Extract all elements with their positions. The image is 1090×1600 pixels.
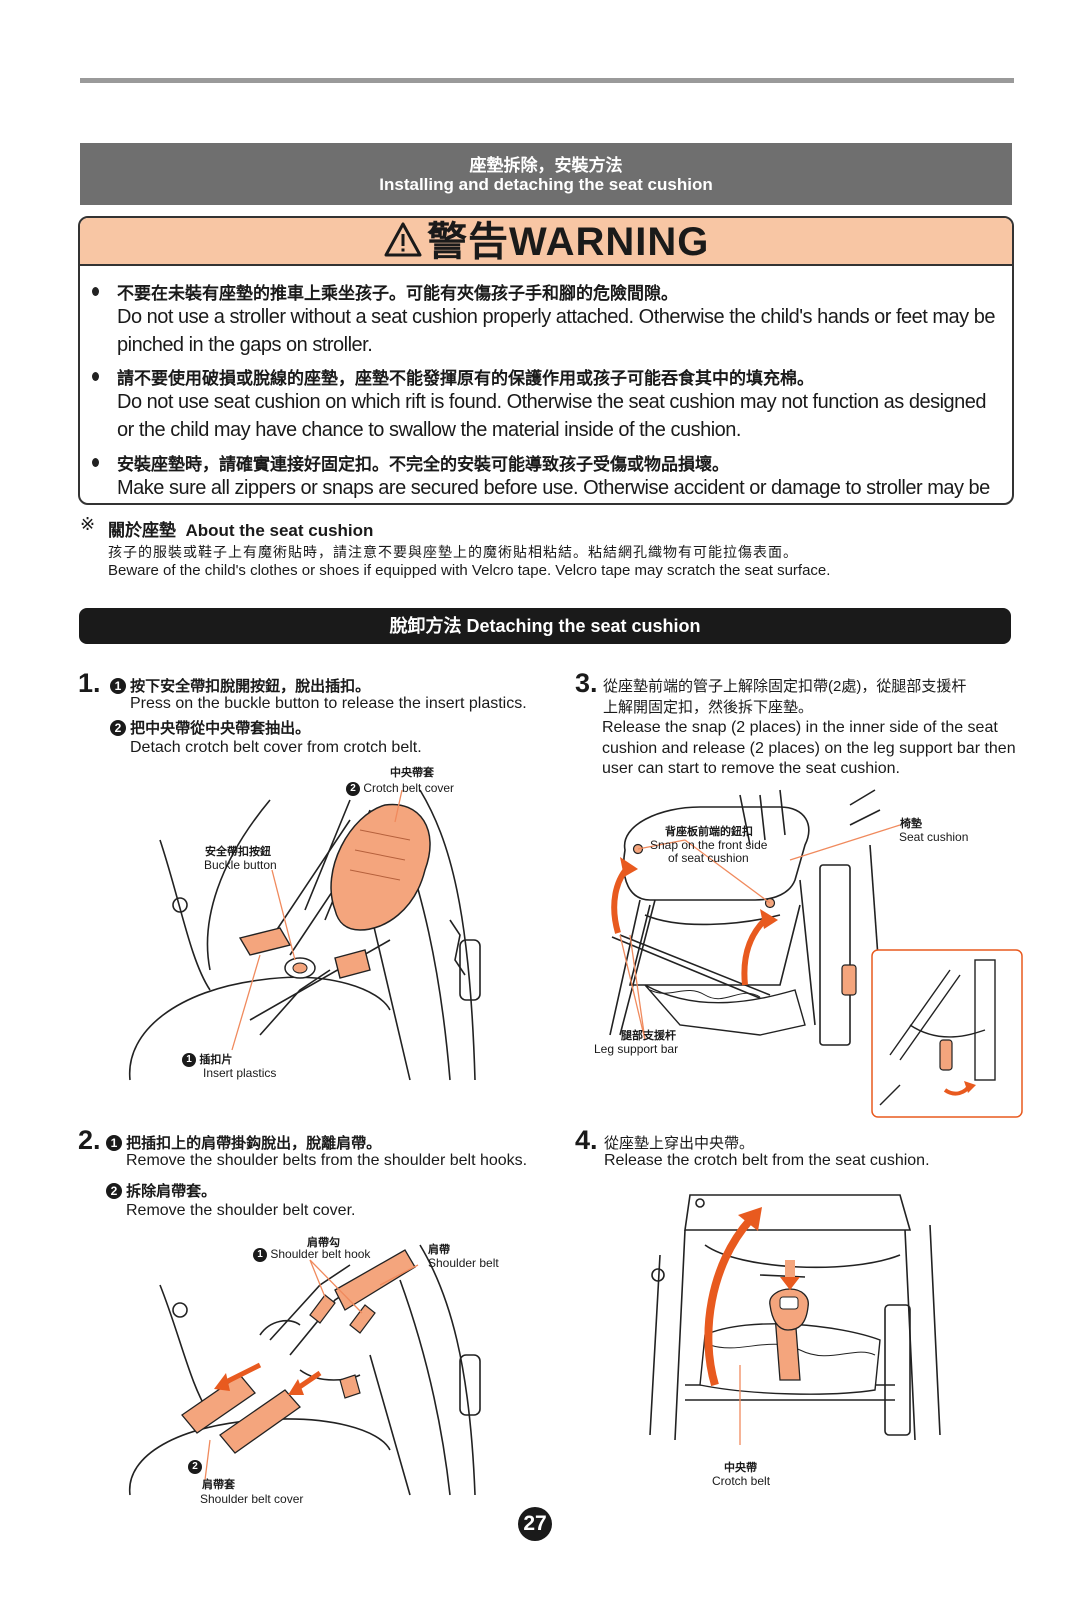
- top-rule: [80, 78, 1014, 83]
- step-4-en: Release the crotch belt from the seat cu…: [604, 1152, 930, 1169]
- warning-header: 警告WARNING: [80, 218, 1012, 266]
- circled-number-1: 1: [182, 1053, 196, 1067]
- label-snap-en-1: Snap on the front side: [650, 838, 768, 852]
- step-2b-en: Remove the shoulder belt cover.: [126, 1202, 356, 1219]
- step-1-illustration: [128, 789, 481, 1081]
- bullet-icon: [92, 458, 99, 467]
- step-2-illustration: [129, 1244, 481, 1496]
- warning-item-zh: 請不要使用破損或脫線的座墊，座墊不能發揮原有的保護作用或孩子可能吞食其中的填充棉…: [117, 369, 814, 388]
- step-4-number: 4.: [575, 1125, 598, 1155]
- note-text-en: Beware of the child's clothes or shoes i…: [108, 562, 831, 579]
- step-4-zh: 從座墊上穿出中央帶。: [604, 1135, 755, 1152]
- label-crotch-cover-en-text: Crotch belt cover: [363, 781, 455, 795]
- label-belt-zh: 肩帶: [428, 1244, 450, 1256]
- circled-number-2: 2: [188, 1460, 202, 1474]
- bullet-icon: [92, 287, 99, 296]
- step-2a-en: Remove the shoulder belts from the shoul…: [126, 1152, 528, 1169]
- label-cover-zh: 肩帶套: [202, 1479, 235, 1491]
- label-insert-en: Insert plastics: [203, 1066, 277, 1080]
- page-number: 27: [518, 1507, 552, 1541]
- step-1a-zh-text: 按下安全帶扣脫開按鈕，脫出插扣。: [130, 678, 371, 695]
- note-text-zh: 孩子的服裝或鞋子上有魔術貼時，請注意不要與座墊上的魔術貼相粘結。粘結網孔織物有可…: [108, 544, 798, 560]
- note-mark: ※: [80, 514, 96, 534]
- step-2a-zh: 1 把插扣上的肩帶掛鈎脫出，脫離肩帶。: [106, 1132, 381, 1153]
- label-crotch-cover-en: 2 Crotch belt cover: [346, 782, 454, 796]
- label-crotch-cover-zh: 中央帶套: [390, 767, 434, 779]
- step-1b-zh-text: 把中央帶從中央帶套抽出。: [130, 720, 311, 737]
- warning-item-zh: 安裝座墊時，請確實連接好固定扣。不完全的安裝可能導致孩子受傷或物品損壞。: [117, 455, 729, 474]
- warning-triangle-icon: [384, 222, 422, 257]
- label-hook-zh: 肩帶勾: [307, 1237, 340, 1249]
- note-title: 關於座墊 About the seat cushion: [108, 516, 373, 541]
- step-3-en: Release the snap (2 places) in the inner…: [602, 719, 1016, 777]
- circled-number-1: 1: [253, 1248, 267, 1262]
- warning-item-en: Do not use a stroller without a seat cus…: [117, 306, 996, 356]
- label-snap-en-2: of seat cushion: [668, 851, 749, 865]
- step-1b-zh: 2 把中央帶從中央帶套抽出。: [110, 717, 310, 738]
- warning-title: 警告WARNING: [427, 220, 710, 264]
- label-leg-en: Leg support bar: [594, 1042, 679, 1056]
- circled-number-1: 1: [110, 678, 126, 694]
- label-buckle-zh: 安全帶扣按鈕: [205, 846, 271, 858]
- bullet-icon: [92, 372, 99, 381]
- step-3-zh-1: 從座墊前端的管子上解除固定扣帶(2處)，從腿部支援杆: [603, 678, 967, 695]
- label-crotch-zh: 中央帶: [724, 1462, 757, 1474]
- warning-box: 警告WARNING 不要在未裝有座墊的推車上乘坐孩子。可能有夾傷孩子手和腳的危險…: [78, 216, 1014, 505]
- label-snap-zh: 背座板前端的鈕扣: [665, 826, 753, 838]
- label-belt-en: Shoulder belt: [428, 1256, 499, 1270]
- label-seat-zh: 椅墊: [900, 818, 922, 830]
- step-2b-zh-text: 拆除肩帶套。: [126, 1183, 217, 1200]
- step-1-number: 1.: [78, 668, 101, 698]
- note-title-en: About the seat cushion: [185, 521, 374, 540]
- step-1b-en: Detach crotch belt cover from crotch bel…: [130, 739, 422, 756]
- label-buckle-en: Buckle button: [204, 858, 277, 872]
- label-hook-en: 1 Shoulder belt hook: [253, 1248, 370, 1262]
- circled-number-1: 1: [106, 1135, 122, 1151]
- step-2-number: 2.: [78, 1125, 101, 1155]
- label-leg-zh: 腿部支援杆: [621, 1030, 676, 1042]
- section-title-zh: 座墊拆除，安裝方法: [469, 156, 623, 175]
- warning-item-zh: 不要在未裝有座墊的推車上乘坐孩子。可能有夾傷孩子手和腳的危險間隙。: [117, 284, 678, 303]
- detaching-header: 脫卸方法 Detaching the seat cushion: [79, 608, 1011, 644]
- step-3-zh-2: 上解開固定扣，然後拆下座墊。: [603, 699, 814, 716]
- warning-item-en: Make sure all zippers or snaps are secur…: [117, 477, 990, 499]
- warning-item-en: Do not use seat cushion on which rift is…: [117, 391, 987, 441]
- step-2a-zh-text: 把插扣上的肩帶掛鈎脫出，脫離肩帶。: [126, 1135, 382, 1152]
- step-1a-zh: 1 按下安全帶扣脫開按鈕，脫出插扣。: [110, 675, 370, 696]
- circled-number-2: 2: [346, 782, 360, 796]
- step-3-number: 3.: [575, 668, 598, 698]
- section-title-en: Installing and detaching the seat cushio…: [379, 175, 713, 194]
- step-1a-en: Press on the buckle button to release th…: [130, 695, 527, 712]
- section-header: 座墊拆除，安裝方法 Installing and detaching the s…: [80, 143, 1012, 205]
- label-cover-num: 2: [188, 1460, 202, 1474]
- note-title-zh: 關於座墊: [108, 521, 176, 540]
- label-hook-en-text: Shoulder belt hook: [270, 1247, 371, 1261]
- step-2b-zh: 2 拆除肩帶套。: [106, 1180, 216, 1201]
- step-4-illustration: [649, 1194, 941, 1445]
- label-cover-en: Shoulder belt cover: [200, 1492, 304, 1506]
- step-3-illustration: [609, 789, 1023, 1118]
- label-insert-zh: 1 插扣片: [182, 1053, 232, 1067]
- circled-number-2: 2: [106, 1183, 122, 1199]
- label-seat-en: Seat cushion: [899, 830, 969, 844]
- label-crotch-en: Crotch belt: [712, 1474, 771, 1488]
- circled-number-2: 2: [110, 720, 126, 736]
